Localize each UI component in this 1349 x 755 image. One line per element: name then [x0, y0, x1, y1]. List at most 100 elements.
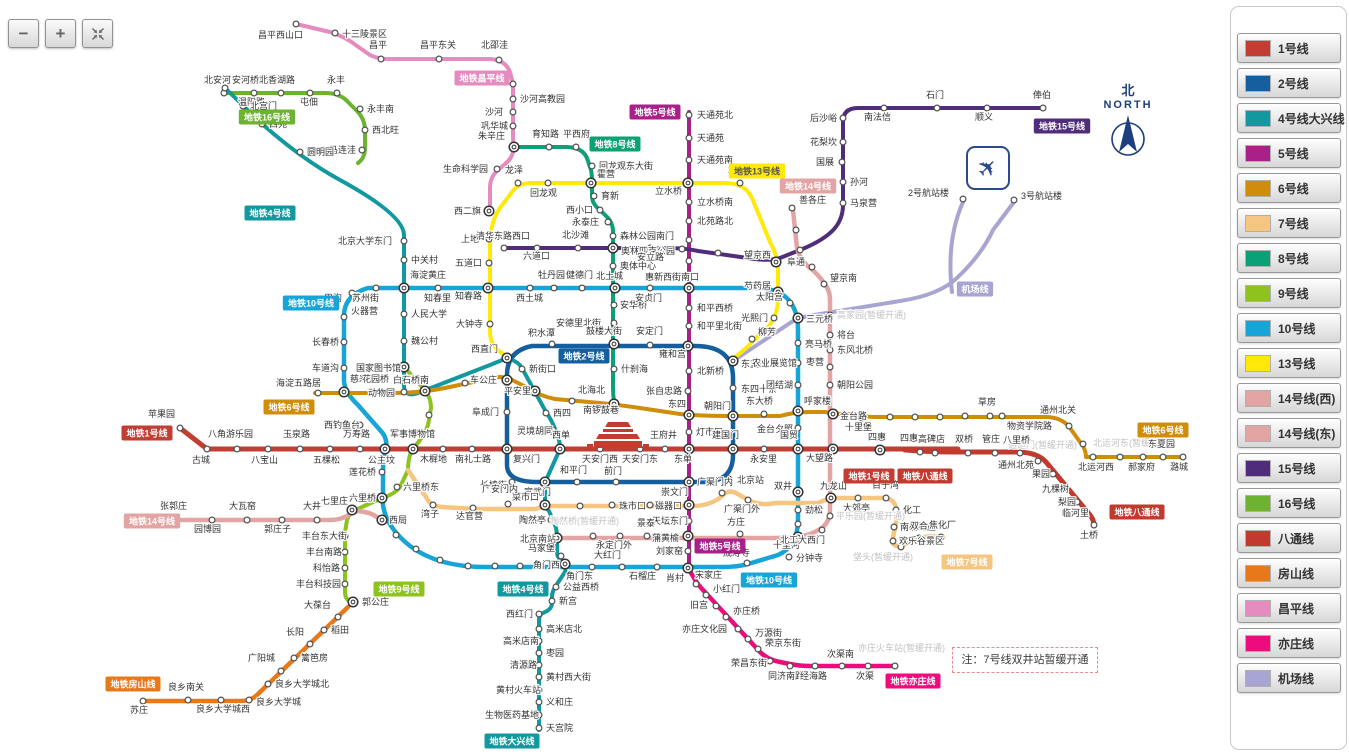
station-label: 九龙山: [820, 480, 847, 491]
fit-view-button[interactable]: [82, 19, 113, 48]
station-label: 人民大学: [411, 308, 447, 319]
station-unnamed: [794, 520, 802, 528]
station-东直门: [727, 355, 739, 367]
legend-item-10号线[interactable]: 10号线: [1237, 313, 1341, 343]
legend-item-14号线(西)[interactable]: 14号线(西): [1237, 383, 1341, 413]
station-宣武门: [539, 476, 551, 488]
legend-item-7号线[interactable]: 7号线: [1237, 208, 1341, 238]
station-label: 东单: [674, 453, 692, 464]
station-九棵树: [1062, 485, 1070, 493]
station-天通苑南: [685, 156, 693, 164]
station-大葆台: [334, 613, 342, 621]
station-unnamed: [714, 249, 722, 257]
legend-item-6号线[interactable]: 6号线: [1237, 173, 1341, 203]
legend-item-13号线[interactable]: 13号线: [1237, 348, 1341, 378]
station-unnamed: [464, 562, 472, 570]
station-广安门内: [504, 500, 512, 508]
station-成寿寺: [743, 559, 751, 567]
station-大望路: [827, 443, 839, 455]
station-label: 六道口: [523, 250, 550, 261]
station-龙泽: [514, 179, 522, 187]
station-玉泉路: [296, 445, 304, 453]
zoom-out-button[interactable]: −: [8, 19, 39, 48]
station-label: 亮马桥: [805, 338, 832, 349]
legend-item-机场线[interactable]: 机场线: [1237, 663, 1341, 693]
legend-item-label: 八通线: [1278, 531, 1315, 546]
interchange-mark: [610, 245, 616, 251]
station-劲松: [794, 506, 802, 514]
legend-item-八通线[interactable]: 八通线: [1237, 523, 1341, 553]
legend-swatch: [1245, 389, 1271, 407]
station-label: 柳芳: [758, 326, 776, 337]
station-永安里: [760, 445, 768, 453]
badge-label: 地铁16号线: [244, 112, 290, 123]
station-label: 北土城: [596, 270, 623, 281]
station-磁器口: [683, 499, 695, 511]
legend-item-2号线[interactable]: 2号线: [1237, 68, 1341, 98]
legend-item-1号线[interactable]: 1号线: [1237, 33, 1341, 63]
legend-item-房山线[interactable]: 房山线: [1237, 558, 1341, 588]
station-北运河西: [1089, 453, 1097, 461]
interchange-mark: [611, 401, 617, 407]
legend-item-15号线[interactable]: 15号线: [1237, 453, 1341, 483]
station-园博园: [208, 516, 216, 524]
station-label: 永丰: [327, 74, 345, 85]
station-团结湖: [794, 381, 802, 389]
legend-item-14号线(东)[interactable]: 14号线(东): [1237, 418, 1341, 448]
station-东夏园: [1159, 453, 1167, 461]
station-label: 知春里: [424, 292, 451, 303]
station-高碑店: [931, 449, 939, 457]
legend-swatch: [1245, 564, 1271, 582]
legend-item-4号线大兴线[interactable]: 4号线大兴线: [1237, 103, 1345, 133]
zoom-in-button[interactable]: +: [45, 19, 76, 48]
legend-item-9号线[interactable]: 9号线: [1237, 278, 1341, 308]
station-四惠: [874, 444, 886, 456]
legend-item-5号线[interactable]: 5号线: [1237, 138, 1341, 168]
legend-item-8号线[interactable]: 8号线: [1237, 243, 1341, 273]
station-西直门: [501, 352, 513, 364]
line-昌平线-path: [294, 22, 516, 210]
station-label: 西北旺: [372, 125, 399, 135]
legend-item-label: 亦庄线: [1278, 636, 1315, 651]
station-金台路: [827, 408, 839, 420]
station-label: 朝阳门: [704, 400, 731, 411]
station-东风北桥: [826, 346, 834, 354]
station-label: 大郊亭: [843, 502, 870, 513]
badge-地铁亦庄线: [885, 673, 941, 689]
interchange-mark: [349, 507, 355, 513]
legend-item-昌平线[interactable]: 昌平线: [1237, 593, 1341, 623]
station-新宫: [548, 597, 556, 605]
station-label: 海淀黄庄: [410, 269, 446, 280]
interchange-mark: [685, 565, 691, 571]
station-label: 安河桥北: [232, 74, 268, 85]
station-label: 旧宫: [690, 599, 708, 610]
station-label: 长阳: [286, 626, 304, 637]
interchange-mark: [830, 411, 836, 417]
compass-label-cn: 北: [1121, 83, 1135, 98]
station-label: 健德门: [566, 269, 593, 280]
station-label: 光熙门: [741, 312, 768, 323]
station-亮马桥: [794, 339, 802, 347]
interchange-mark: [350, 599, 356, 605]
legend-item-label: 房山线: [1278, 566, 1315, 581]
station-label: 和平门: [560, 464, 587, 475]
station-label: 丰台南路: [306, 546, 342, 557]
interchange-mark: [588, 180, 594, 186]
interchange-mark: [730, 446, 736, 452]
station-label: 磁器口: [655, 500, 682, 511]
station-王府井: [661, 445, 669, 453]
station-知春里: [434, 284, 442, 292]
interchange-mark: [730, 413, 736, 419]
badge-label: 地铁1号线: [126, 428, 167, 439]
station-高家园(暂缓开通): [826, 311, 834, 319]
interchange-mark: [532, 388, 538, 394]
legend-item-16号线[interactable]: 16号线: [1237, 488, 1341, 518]
station-育新: [590, 192, 598, 200]
station-label: 西二旗: [454, 205, 481, 216]
station-双桥: [964, 449, 972, 457]
interchange-mark: [542, 502, 548, 508]
legend-item-亦庄线[interactable]: 亦庄线: [1237, 628, 1341, 658]
station-label: 北宫门: [250, 100, 277, 111]
station-石门: [933, 104, 941, 112]
